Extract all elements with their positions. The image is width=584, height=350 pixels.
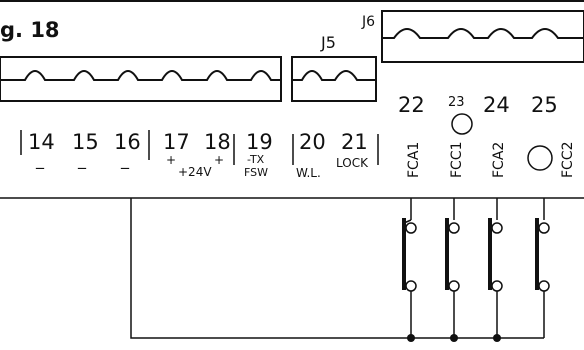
terminal-25: 25 xyxy=(531,93,558,117)
terminal-25-hole xyxy=(527,145,553,171)
terminal-23-hole xyxy=(451,113,473,135)
terminal-22: 22 xyxy=(398,93,425,117)
terminal-21: 21 xyxy=(341,130,368,154)
switch-fca1 xyxy=(402,198,417,342)
switch-fca2 xyxy=(488,198,503,342)
terminal-20: 20 xyxy=(299,130,326,154)
j5-label: J5 xyxy=(320,33,336,52)
terminal-24: 24 xyxy=(483,93,510,117)
terminal-17: 17 xyxy=(163,130,190,154)
terminal-block-main-scallops xyxy=(0,70,281,81)
switch-fcc1 xyxy=(445,198,460,342)
common-wire xyxy=(130,198,544,339)
label-wl: W.L. xyxy=(296,166,321,180)
connector-j6-scallops xyxy=(382,28,584,39)
terminal-14-minus: _ xyxy=(35,150,45,170)
label-fcc2: FCC2 xyxy=(560,141,576,178)
figure-title: g. 18 xyxy=(0,18,60,42)
terminal-18: 18 xyxy=(204,130,231,154)
terminal-18-plus: + xyxy=(214,153,224,167)
switch-fcc2 xyxy=(535,198,550,338)
terminal-15: 15 xyxy=(72,130,99,154)
terminal-15-minus: _ xyxy=(77,150,87,170)
connector-j6 xyxy=(381,10,584,63)
terminal-17-plus: + xyxy=(166,153,176,167)
terminal-19: 19 xyxy=(246,130,273,154)
label-fsw: FSW xyxy=(244,166,268,179)
label-fca2: FCA2 xyxy=(491,142,507,178)
j6-label: J6 xyxy=(361,14,375,30)
label-fcc1: FCC1 xyxy=(449,141,465,178)
label-tx: -TX xyxy=(247,153,265,166)
label-fca1: FCA1 xyxy=(406,142,422,178)
terminal-14: 14 xyxy=(28,130,55,154)
label-lock: LOCK xyxy=(336,156,369,170)
label-24v: +24V xyxy=(178,165,212,179)
terminal-16: 16 xyxy=(114,130,141,154)
terminal-23: 23 xyxy=(448,95,465,110)
connector-j5-scallops xyxy=(292,70,376,81)
terminal-16-minus: _ xyxy=(120,150,130,170)
terminal-separators xyxy=(20,130,379,165)
